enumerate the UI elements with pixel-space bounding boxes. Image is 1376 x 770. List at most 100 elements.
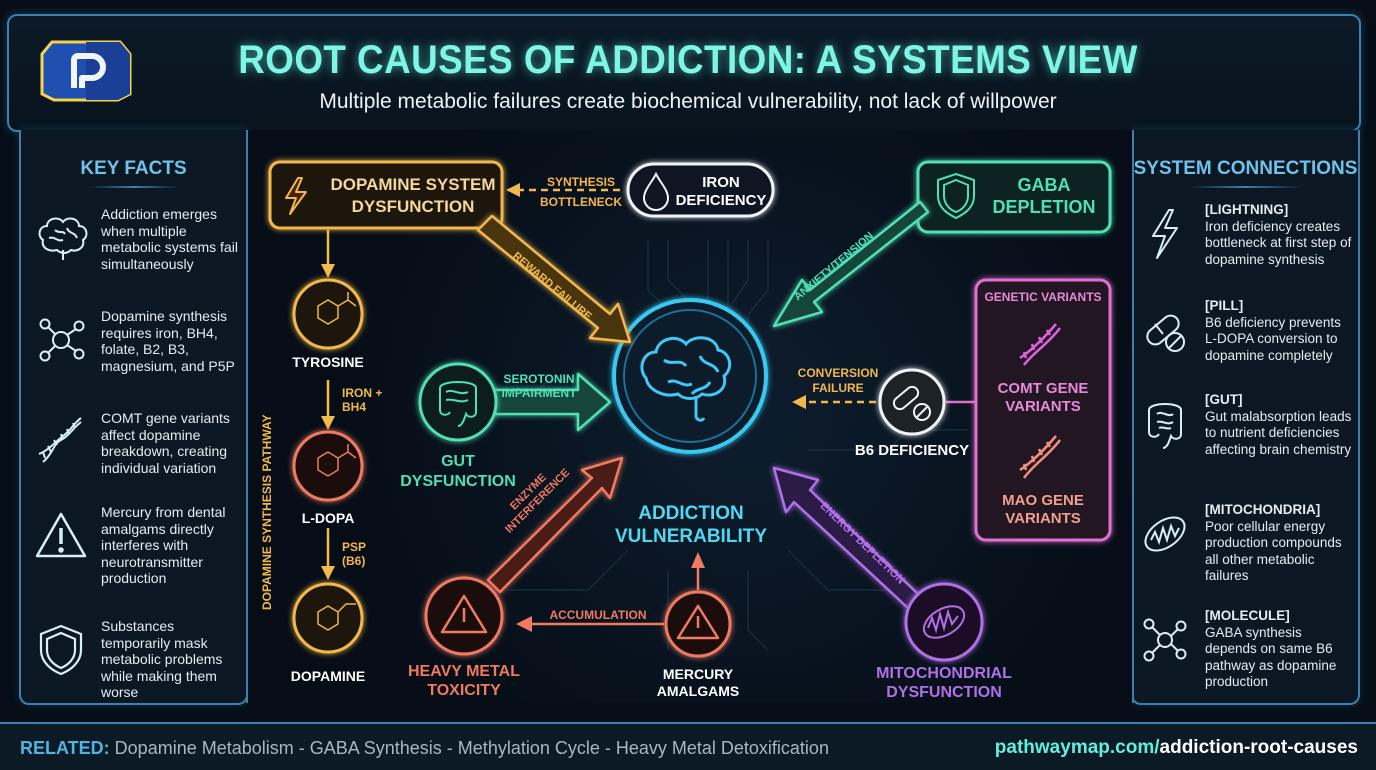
step2-label: PSP xyxy=(342,540,367,554)
energy-depletion-arrow xyxy=(772,466,922,610)
mercury-node xyxy=(664,590,732,658)
gut-icon xyxy=(1148,403,1182,449)
warning-icon xyxy=(35,512,87,558)
center-label: VULNERABILITY xyxy=(615,526,767,547)
tyrosine-label: TYROSINE xyxy=(292,354,364,370)
key-facts-panel: KEY FACTS Addiction emerges when multipl… xyxy=(19,130,248,705)
accumulation-arrow xyxy=(516,616,664,632)
logo xyxy=(38,36,134,102)
related-links[interactable]: Dopamine Metabolism - GABA Synthesis - M… xyxy=(109,738,829,758)
pill-icon xyxy=(892,385,931,421)
iron-deficiency-node xyxy=(626,162,775,218)
shield-icon xyxy=(39,624,83,676)
serotonin-impairment-arrow xyxy=(486,372,612,432)
enzyme-interference-arrow xyxy=(486,456,624,594)
dopamine-label: DOPAMINE xyxy=(290,668,366,684)
page-title: ROOT CAUSES OF ADDICTION: A SYSTEMS VIEW xyxy=(238,38,1138,82)
warning-icon xyxy=(676,604,720,640)
synthesis-label: SYNTHESIS xyxy=(546,175,615,189)
footer-url[interactable]: pathwaymap.com/addiction-root-causes xyxy=(995,737,1358,759)
divider xyxy=(88,186,179,188)
connection-text: GABA synthesis depends on same B6 pathwa… xyxy=(1205,624,1337,690)
dna-icon xyxy=(1019,435,1061,479)
url-path: addiction-root-causes xyxy=(1159,737,1358,758)
dopamine-system-label: DOPAMINE SYSTEM xyxy=(330,175,496,194)
mito-label: MITOCHONDRIAL xyxy=(876,665,1012,682)
brain-icon xyxy=(38,217,88,260)
footer: RELATED: Dopamine Metabolism - GABA Synt… xyxy=(0,722,1376,770)
page-subtitle: Multiple metabolic failures create bioch… xyxy=(319,90,1057,113)
tyrosine-node xyxy=(292,278,364,350)
gut-label: GUT xyxy=(441,453,475,470)
mercury-label: MERCURY xyxy=(662,666,734,682)
molecule-icon xyxy=(1143,618,1187,662)
molecule-icon xyxy=(317,292,357,325)
step1-label: BH4 xyxy=(342,400,367,414)
molecule-icon xyxy=(317,603,356,631)
gut-label: DYSFUNCTION xyxy=(400,473,516,490)
step2-label: (B6) xyxy=(342,554,366,568)
lightning-icon xyxy=(1152,209,1178,259)
synthesis-label: BOTTLENECK xyxy=(540,195,622,209)
key-facts-title: KEY FACTS xyxy=(80,158,187,179)
related-label: RELATED: xyxy=(20,738,110,758)
brain-node xyxy=(612,298,768,454)
connection-tag: [GUT] xyxy=(1205,392,1243,407)
serotonin-label: SEROTONIN xyxy=(503,372,575,386)
url-domain: pathwaymap.com/ xyxy=(994,737,1160,758)
key-fact-text: Dopamine synthesis requires iron, BH4, f… xyxy=(101,308,235,374)
key-fact-text: Mercury from dental amalgams directly in… xyxy=(101,504,226,586)
connection-tag: [LIGHTNING] xyxy=(1205,202,1289,217)
center-label: ADDICTION xyxy=(638,503,744,524)
reward-failure-arrow xyxy=(476,214,632,344)
mercury-up-arrow xyxy=(691,552,705,590)
pathway-vertical-label: DOPAMINE SYNTHESIS PATHWAY xyxy=(260,414,274,610)
heavy-metal-label: HEAVY METAL xyxy=(407,663,520,680)
dopamine-system-label: DYSFUNCTION xyxy=(351,197,475,216)
connection-text: Poor cellular energy production compound… xyxy=(1205,518,1342,584)
warning-icon xyxy=(440,594,488,634)
gut-icon xyxy=(439,381,477,427)
dopamine-system-node xyxy=(268,160,504,230)
divider xyxy=(1189,186,1302,188)
synthesis-bottleneck-arrow xyxy=(506,183,620,197)
pathway-arrows xyxy=(321,230,335,580)
accumulation-label: ACCUMULATION xyxy=(549,608,647,622)
diagram-area: DOPAMINE SYSTEM DYSFUNCTION SYNTHESIS BO… xyxy=(246,130,1134,703)
mitochondria-icon xyxy=(1144,516,1186,552)
connection-tag: [MITOCHONDRIA] xyxy=(1205,502,1321,517)
conversion-label: CONVERSION xyxy=(797,366,879,380)
mercury-label: AMALGAMS xyxy=(656,683,740,699)
mao-label: MAO GENE xyxy=(1002,492,1084,509)
heavy-metal-node xyxy=(424,576,504,656)
connection-text: Gut malabsorption leads to nutrient defi… xyxy=(1205,408,1352,457)
iron-label: DEFICIENCY xyxy=(675,192,767,209)
connection-tag: [PILL] xyxy=(1205,298,1244,313)
system-connections-panel: SYSTEM CONNECTIONS [LIGHTNING] Iron defi… xyxy=(1131,130,1360,705)
comt-label: VARIANTS xyxy=(1005,398,1081,415)
key-fact-text: Addiction emerges when multiple metaboli… xyxy=(101,206,238,272)
molecule-icon xyxy=(317,444,357,477)
header-banner xyxy=(7,14,1361,132)
serotonin-label: IMPAIRMENT xyxy=(501,386,577,400)
conversion-label: FAILURE xyxy=(812,381,864,395)
mitochondrial-node xyxy=(904,582,984,662)
b6-deficiency-label: B6 DEFICIENCY xyxy=(854,442,970,459)
genetic-variants-node xyxy=(974,278,1112,542)
system-connections-title: SYSTEM CONNECTIONS xyxy=(1133,158,1358,179)
mao-label: VARIANTS xyxy=(1005,510,1081,527)
genetic-variants-title: GENETIC VARIANTS xyxy=(984,290,1102,304)
comt-label: COMT GENE xyxy=(997,380,1089,397)
gut-dysfunction-node xyxy=(418,362,498,442)
mitochondria-icon xyxy=(922,605,966,639)
step1-label: IRON + xyxy=(342,386,383,400)
gaba-label: GABA xyxy=(1017,175,1071,195)
heavy-metal-label: TOXICITY xyxy=(427,682,501,699)
l-dopa-node xyxy=(292,430,364,502)
diagram-graphics xyxy=(268,160,1112,662)
mito-label: DYSFUNCTION xyxy=(886,684,1002,701)
connection-text: B6 deficiency prevents L-DOPA conversion… xyxy=(1205,314,1341,363)
shield-icon xyxy=(937,172,975,220)
logo-icon xyxy=(40,40,132,102)
dopamine-node xyxy=(292,582,364,654)
